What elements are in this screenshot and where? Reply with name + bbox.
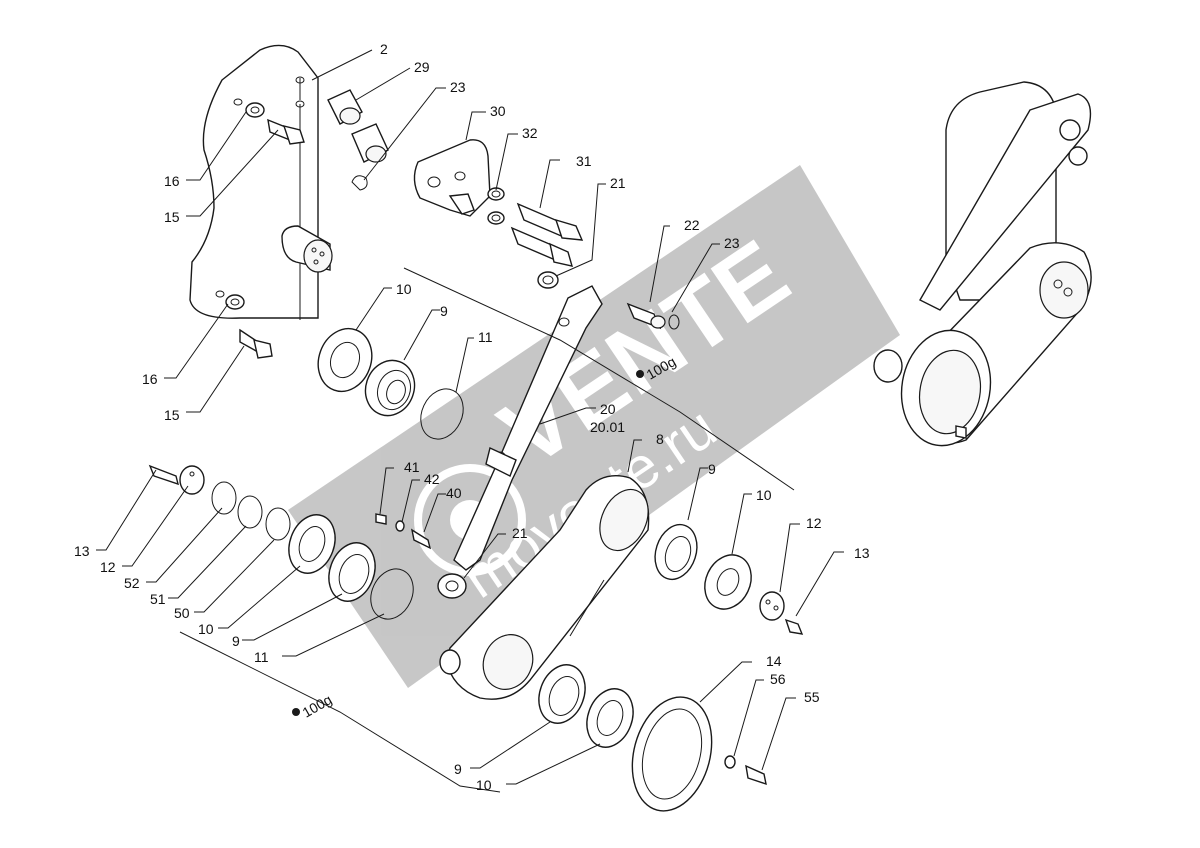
callout-12-left: 12 bbox=[100, 559, 116, 575]
pivot-shaft bbox=[281, 225, 333, 273]
cover-14 bbox=[631, 696, 713, 812]
screw-13-right bbox=[784, 618, 804, 635]
circlip-11-lower bbox=[370, 568, 414, 620]
callout-15-bottom: 15 bbox=[164, 407, 180, 423]
callout-50: 50 bbox=[174, 605, 190, 621]
washer-16-bottom bbox=[225, 294, 245, 310]
callout-41: 41 bbox=[404, 459, 420, 475]
callout-16-top: 16 bbox=[164, 173, 180, 189]
grease-icon bbox=[292, 708, 300, 716]
nut-42 bbox=[395, 520, 405, 532]
callout-51: 51 bbox=[150, 591, 166, 607]
callout-23-right: 23 bbox=[724, 235, 740, 251]
link-plate-30 bbox=[413, 139, 491, 217]
callout-55: 55 bbox=[804, 689, 820, 705]
bolt-15-bottom bbox=[239, 328, 273, 359]
callout-31: 31 bbox=[576, 153, 592, 169]
callout-52: 52 bbox=[124, 575, 140, 591]
cap-12-right bbox=[759, 591, 785, 621]
callout-10-upper: 10 bbox=[396, 281, 412, 297]
assembled-view bbox=[873, 81, 1092, 447]
bearing-9-upper bbox=[364, 359, 416, 417]
callout-8: 8 bbox=[656, 431, 664, 447]
oring-51 bbox=[237, 495, 263, 529]
seal-10-bottom bbox=[586, 688, 634, 748]
pin-22 bbox=[626, 302, 666, 330]
clip-23-top bbox=[351, 175, 368, 191]
callout-11-lower: 11 bbox=[254, 649, 269, 665]
callout-21-lower: 21 bbox=[512, 525, 528, 541]
callout-22: 22 bbox=[684, 217, 700, 233]
nut-21-top bbox=[537, 271, 559, 289]
callout-13-left: 13 bbox=[74, 543, 90, 559]
bolt-31 bbox=[510, 202, 584, 267]
callout-23-top: 23 bbox=[450, 79, 466, 95]
grease-icon bbox=[636, 370, 644, 378]
callout-100g-lower: 100g bbox=[300, 691, 335, 720]
note-100g-lower: 100g bbox=[292, 691, 335, 721]
callout-29: 29 bbox=[414, 59, 430, 75]
callout-30: 30 bbox=[490, 103, 506, 119]
circlip-11-upper bbox=[420, 388, 464, 440]
callout-9-right: 9 bbox=[708, 461, 716, 477]
bolt-55 bbox=[745, 764, 767, 786]
callout-11-upper: 11 bbox=[478, 329, 493, 345]
callout-40: 40 bbox=[446, 485, 462, 501]
callout-16-bottom: 16 bbox=[142, 371, 158, 387]
screw-13-left bbox=[148, 464, 179, 486]
washer-32 bbox=[487, 187, 505, 225]
washer-56 bbox=[724, 755, 736, 769]
callout-labels: 2 29 23 30 32 31 21 16 15 16 15 10 9 11 … bbox=[74, 41, 870, 793]
callout-9-bottom: 9 bbox=[454, 761, 462, 777]
bearing-9-right bbox=[654, 523, 698, 581]
oring-50 bbox=[265, 507, 291, 541]
callout-21-top: 21 bbox=[610, 175, 626, 191]
callout-32: 32 bbox=[522, 125, 538, 141]
callout-14: 14 bbox=[766, 653, 782, 669]
bearing-9-bottom bbox=[538, 664, 586, 724]
callout-20-01: 20.01 bbox=[590, 419, 625, 435]
callout-15-top: 15 bbox=[164, 209, 180, 225]
tie-rod-20 bbox=[453, 285, 603, 571]
washer-16-top bbox=[245, 102, 265, 118]
watermark-band bbox=[288, 165, 900, 688]
seal-10-left bbox=[288, 514, 336, 574]
pin-40 bbox=[410, 528, 432, 550]
bearing-9-left bbox=[328, 542, 376, 602]
seal-10-right bbox=[704, 554, 752, 610]
clip-23-right bbox=[668, 314, 680, 330]
spacer-29 bbox=[327, 89, 389, 163]
bolt-15-top bbox=[267, 118, 305, 145]
screw-41 bbox=[375, 513, 387, 525]
callout-13-right: 13 bbox=[854, 545, 870, 561]
swing-arm-8 bbox=[439, 475, 650, 700]
callout-10-right: 10 bbox=[756, 487, 772, 503]
callout-9-left: 9 bbox=[232, 633, 240, 649]
callout-12-right: 12 bbox=[806, 515, 822, 531]
callout-2: 2 bbox=[380, 41, 388, 57]
cap-12-left bbox=[179, 465, 205, 495]
callout-20: 20 bbox=[600, 401, 616, 417]
oring-52 bbox=[211, 481, 237, 515]
callout-56: 56 bbox=[770, 671, 786, 687]
rod-end-21-lower bbox=[437, 573, 467, 599]
leader-lines bbox=[96, 49, 844, 793]
callout-42: 42 bbox=[424, 471, 440, 487]
callout-10-left: 10 bbox=[198, 621, 214, 637]
callout-9-upper: 9 bbox=[440, 303, 448, 319]
mounting-plate bbox=[189, 44, 319, 320]
callout-10-bottom: 10 bbox=[476, 777, 492, 793]
